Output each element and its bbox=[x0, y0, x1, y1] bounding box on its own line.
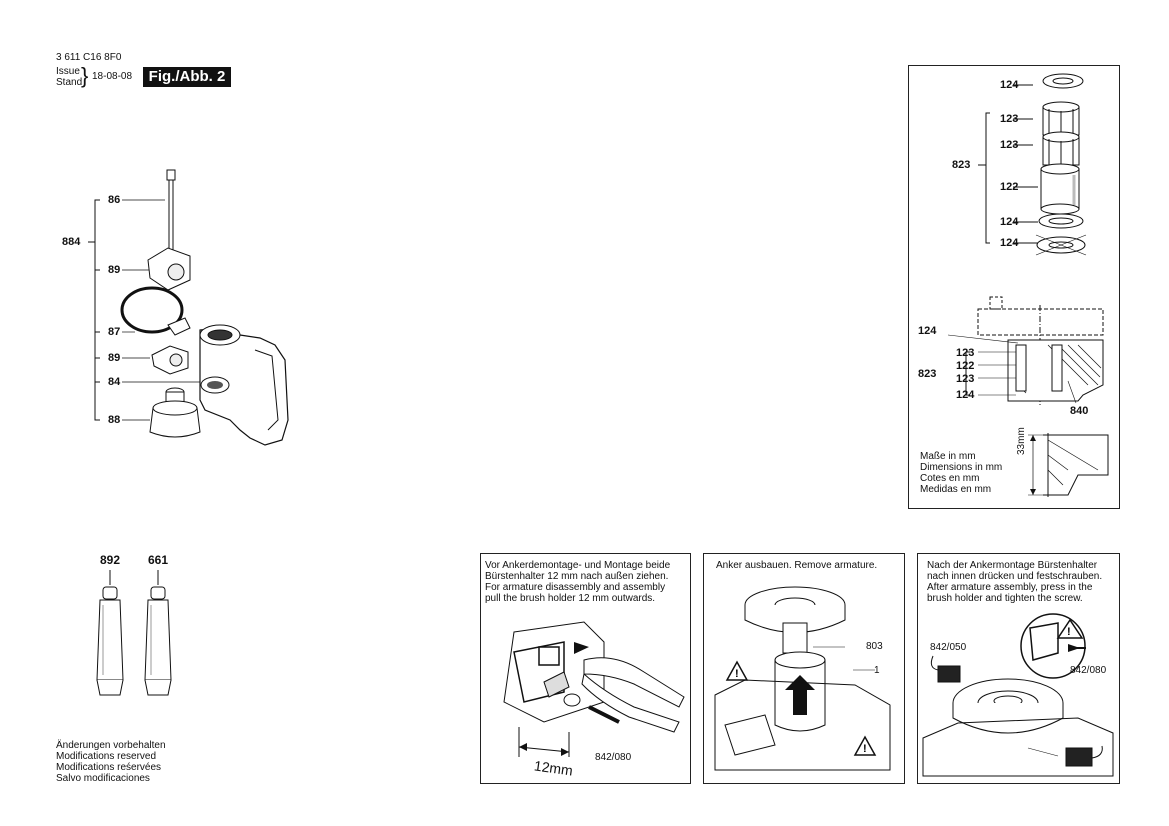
disclaimer-es: Salvo modificaciones bbox=[56, 773, 150, 784]
label-89-top: 89 bbox=[108, 264, 121, 276]
issue-label: Issue bbox=[56, 66, 80, 77]
part-number: 3 611 C16 8F0 bbox=[56, 52, 122, 63]
svg-text:!: ! bbox=[1067, 626, 1071, 638]
top-label-124-b: 124 bbox=[1000, 216, 1019, 228]
panel3-drawing: ! bbox=[922, 613, 1114, 777]
bottom-label-124-a: 124 bbox=[918, 325, 937, 337]
panel3-text-2: nach innen drücken und festschrauben. bbox=[927, 571, 1103, 582]
panel3-part-a: 842/050 bbox=[930, 642, 967, 653]
panel1-part: 842/080 bbox=[595, 752, 632, 763]
tube-892 bbox=[96, 586, 124, 696]
svg-text:!: ! bbox=[735, 668, 739, 680]
top-group-823: 823 bbox=[952, 159, 971, 171]
svg-text:!: ! bbox=[863, 743, 867, 755]
dimension-33mm: 33mm bbox=[1016, 427, 1027, 455]
label-661: 661 bbox=[148, 553, 169, 567]
panel1-text-4: pull the brush holder 12 mm outwards. bbox=[485, 593, 656, 604]
label-88: 88 bbox=[108, 414, 121, 426]
disclaimer-de: Änderungen vorbehalten bbox=[56, 740, 166, 751]
bottom-label-123-b: 123 bbox=[956, 373, 975, 385]
panel2-ref: 1 bbox=[874, 665, 880, 676]
brace: } bbox=[81, 63, 89, 88]
label-86: 86 bbox=[108, 194, 121, 206]
tube-661 bbox=[144, 586, 172, 696]
panel2-text: Anker ausbauen. Remove armature. bbox=[716, 560, 878, 571]
label-884: 884 bbox=[62, 236, 81, 248]
panel2-drawing: ! ! bbox=[714, 586, 891, 771]
bottom-label-122: 122 bbox=[956, 360, 975, 372]
label-89-bottom: 89 bbox=[108, 352, 121, 364]
grease-tubes bbox=[96, 570, 172, 696]
panel3-text-4: brush holder and tighten the screw. bbox=[927, 593, 1083, 604]
units-es: Medidas en mm bbox=[920, 484, 992, 495]
top-label-123-a: 123 bbox=[1000, 113, 1019, 125]
panel2-part: 803 bbox=[866, 641, 883, 652]
label-84: 84 bbox=[108, 376, 121, 388]
panel1-text-3: For armature disassembly and assembly bbox=[485, 582, 666, 593]
units-en: Dimensions in mm bbox=[920, 462, 1003, 473]
panel1-drawing bbox=[503, 621, 685, 757]
label-840: 840 bbox=[1070, 405, 1089, 417]
top-label-124-c: 124 bbox=[1000, 237, 1019, 249]
bearing-stack-drawing bbox=[947, 73, 1109, 497]
panel1-text-2: Bürstenhalter 12 mm nach außen ziehen. bbox=[485, 571, 669, 582]
top-label-122: 122 bbox=[1000, 181, 1019, 193]
units-de: Maße in mm bbox=[920, 451, 976, 462]
top-label-123-b: 123 bbox=[1000, 139, 1019, 151]
panel1-text-1: Vor Ankerdemontage- und Montage beide bbox=[485, 560, 671, 571]
disclaimer-en: Modifications reserved bbox=[56, 751, 157, 762]
panel3-part-b: 842/080 bbox=[1070, 665, 1107, 676]
bottom-group-823: 823 bbox=[918, 368, 937, 380]
figure-label: Fig./Abb. 2 bbox=[143, 67, 231, 87]
panel3-text-1: Nach der Ankermontage Bürstenhalter bbox=[927, 560, 1098, 571]
label-892: 892 bbox=[100, 553, 121, 567]
panel3-text-3: After armature assembly, press in the bbox=[927, 582, 1093, 593]
disclaimer-fr: Modifications reśervées bbox=[56, 762, 162, 773]
bottom-label-124-b: 124 bbox=[956, 389, 975, 401]
top-label-124-a: 124 bbox=[1000, 79, 1019, 91]
label-87: 87 bbox=[108, 326, 121, 338]
issue-date: 18-08-08 bbox=[92, 71, 133, 82]
stand-label: Stand bbox=[56, 77, 83, 88]
units-fr: Cotes en mm bbox=[920, 473, 980, 484]
left-assembly-drawing bbox=[88, 169, 289, 446]
bottom-label-123-a: 123 bbox=[956, 347, 975, 359]
